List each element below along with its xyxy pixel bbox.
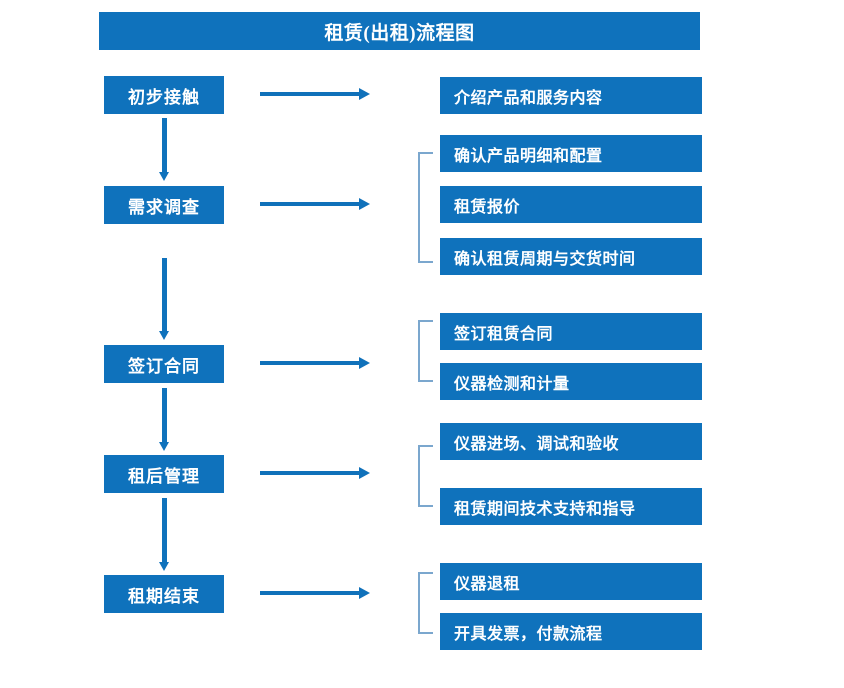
horizontal-arrow-4: [260, 467, 370, 479]
arrow-head-icon: [359, 88, 370, 100]
stage-box-1[interactable]: 初步接触: [104, 76, 224, 114]
arrow-shaft: [162, 118, 167, 172]
chart-title: 租赁(出租)流程图: [99, 12, 700, 50]
arrow-head-icon: [159, 562, 169, 571]
horizontal-arrow-5: [260, 587, 370, 599]
horizontal-arrow-1: [260, 88, 370, 100]
arrow-head-icon: [159, 442, 169, 451]
detail-box-9[interactable]: 仪器退租: [440, 563, 702, 600]
stage-box-3[interactable]: 签订合同: [104, 345, 224, 383]
detail-box-7[interactable]: 仪器进场、调试和验收: [440, 423, 702, 460]
detail-box-1[interactable]: 介绍产品和服务内容: [440, 77, 702, 114]
detail-box-8[interactable]: 租赁期间技术支持和指导: [440, 488, 702, 525]
horizontal-arrow-2: [260, 198, 370, 210]
vertical-arrow-4: [159, 498, 169, 571]
arrow-head-icon: [359, 467, 370, 479]
arrow-shaft: [162, 498, 167, 562]
vertical-arrow-1: [159, 118, 169, 181]
stage-box-4[interactable]: 租后管理: [104, 455, 224, 493]
detail-box-3[interactable]: 租赁报价: [440, 186, 702, 223]
arrow-shaft: [260, 202, 360, 206]
arrow-shaft: [260, 471, 360, 475]
arrow-shaft: [162, 388, 167, 442]
detail-box-2[interactable]: 确认产品明细和配置: [440, 135, 702, 172]
group-bracket-3: [418, 320, 433, 382]
arrow-shaft: [260, 591, 360, 595]
arrow-head-icon: [359, 357, 370, 369]
vertical-arrow-2: [159, 258, 169, 340]
arrow-head-icon: [159, 331, 169, 340]
detail-box-5[interactable]: 签订租赁合同: [440, 313, 702, 350]
detail-box-6[interactable]: 仪器检测和计量: [440, 363, 702, 400]
stage-box-5[interactable]: 租期结束: [104, 575, 224, 613]
vertical-arrow-3: [159, 388, 169, 451]
arrow-head-icon: [159, 172, 169, 181]
horizontal-arrow-3: [260, 357, 370, 369]
group-bracket-5: [418, 572, 433, 634]
arrow-shaft: [260, 361, 360, 365]
detail-box-10[interactable]: 开具发票，付款流程: [440, 613, 702, 650]
stage-box-2[interactable]: 需求调查: [104, 186, 224, 224]
arrow-shaft: [162, 258, 167, 331]
detail-box-4[interactable]: 确认租赁周期与交货时间: [440, 238, 702, 275]
arrow-head-icon: [359, 587, 370, 599]
group-bracket-2: [418, 152, 433, 263]
arrow-shaft: [260, 92, 360, 96]
group-bracket-4: [418, 445, 433, 507]
arrow-head-icon: [359, 198, 370, 210]
